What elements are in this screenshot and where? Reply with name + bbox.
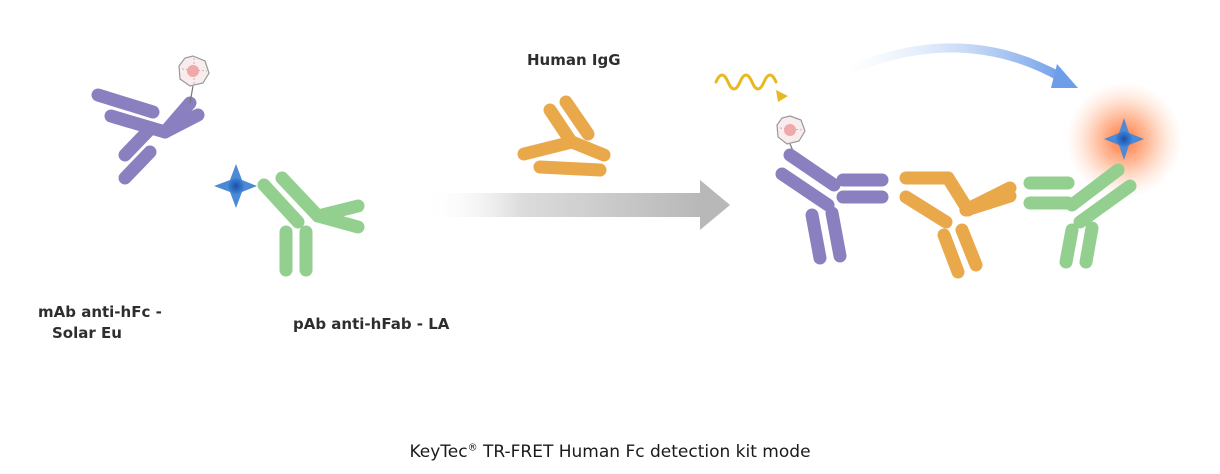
pab-anti-hfab-antibody-complex: [1023, 163, 1137, 269]
acceptor-star-icon: [214, 164, 257, 208]
figure-caption: KeyTec® TR-FRET Human Fc detection kit m…: [0, 442, 1220, 462]
caption-text: TR-FRET Human Fc detection kit mode: [477, 442, 811, 462]
pab-label: pAb anti-hFab - LA: [293, 315, 450, 333]
caption-registered-mark: ®: [467, 442, 478, 454]
caption-brand: KeyTec: [409, 442, 468, 462]
human-igg-antibody: [517, 95, 611, 177]
acceptor-star-icon-complex: [1104, 118, 1144, 160]
human-igg-label: Human IgG: [527, 51, 621, 69]
mab-anti-hfc-antibody: [91, 88, 205, 185]
mab-label: mAb anti-hFc - Solar Eu: [38, 302, 162, 344]
europium-donor-icon: [178, 55, 210, 104]
reaction-arrow: [425, 180, 730, 230]
mab-label-line2: Solar Eu: [52, 324, 122, 342]
mab-anti-hfc-antibody-complex: [775, 148, 889, 265]
human-igg-antibody-complex: [899, 171, 1017, 279]
excitation-light-icon: [714, 73, 788, 102]
energy-transfer-arrow: [835, 43, 1078, 88]
pab-anti-hfab-antibody: [257, 171, 365, 277]
mab-label-line1: mAb anti-hFc -: [38, 303, 162, 321]
